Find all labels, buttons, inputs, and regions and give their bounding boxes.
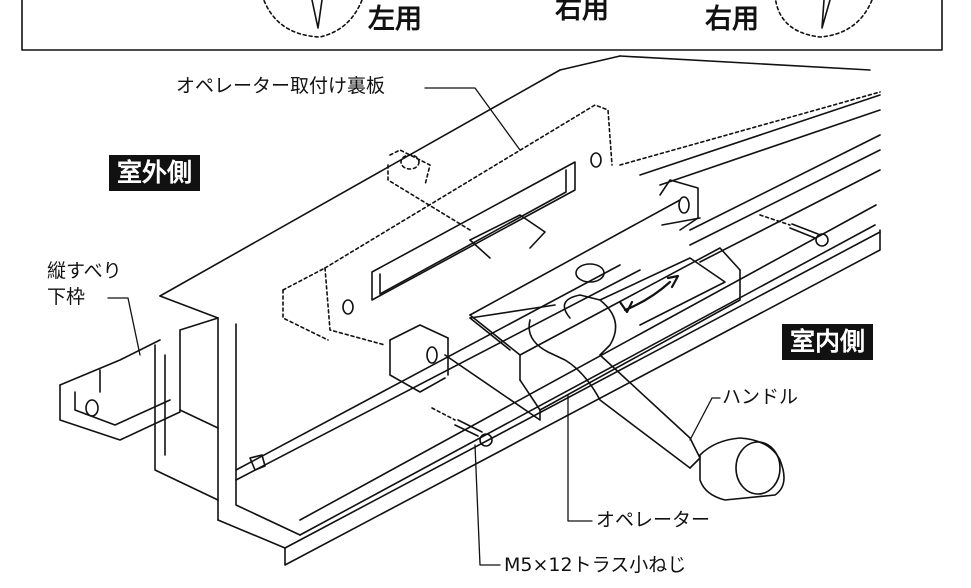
dial-right-icon — [774, 0, 873, 38]
dial-left-icon — [263, 0, 363, 38]
top-panel-box — [21, 0, 943, 51]
screw-left-icon — [431, 407, 493, 447]
label-operator: オペレーター — [596, 509, 711, 531]
label-handle: ハンドル — [722, 386, 799, 408]
screw-right-icon — [759, 214, 829, 247]
tag-interior: 室内側 — [782, 324, 874, 360]
leader-operator — [567, 394, 593, 522]
sill-frame — [159, 55, 881, 566]
leader-handle — [689, 397, 721, 441]
leader-backing-plate — [424, 87, 521, 151]
leader-frame — [107, 297, 141, 356]
top-label-left: 左用 — [368, 4, 422, 35]
label-frame-line2: 下枠 — [47, 286, 86, 308]
label-frame-line1: 縦すべり — [47, 260, 122, 282]
label-backing-plate: オペレーター取付け裏板 — [176, 75, 386, 97]
operator-body — [389, 179, 741, 421]
label-screw: M5×12トラス小ねじ — [504, 554, 687, 576]
top-label-mid: 右用 — [555, 0, 609, 25]
leader-lines — [107, 87, 721, 566]
frame-profile — [59, 317, 266, 501]
crank-handle — [469, 294, 785, 501]
top-label-right: 右用 — [705, 4, 759, 35]
tag-exterior: 室外側 — [109, 155, 201, 191]
backing-plate-dotted — [282, 91, 881, 346]
leader-screw — [474, 444, 501, 566]
